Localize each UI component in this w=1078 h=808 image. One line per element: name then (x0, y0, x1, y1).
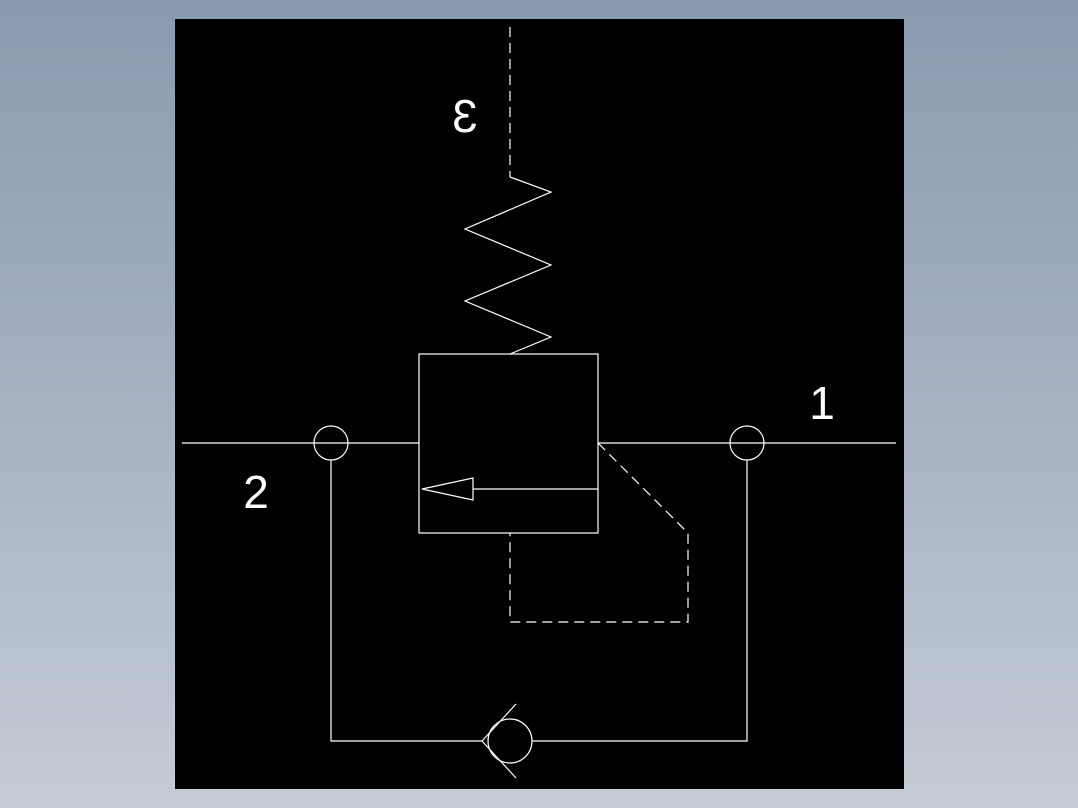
pilot-line (509, 442, 689, 623)
port-label-2: 2 (243, 466, 269, 518)
port-label-1: 1 (809, 377, 835, 429)
drawing-canvas (175, 19, 904, 789)
check-valve-ball (487, 718, 533, 764)
bypass-line-left (330, 460, 482, 742)
bypass-line-right (532, 460, 748, 742)
flow-arrow-head (421, 477, 474, 501)
port-label-3: 3 (452, 90, 478, 142)
check-valve-seat-upper (481, 703, 517, 742)
spring-symbol (463, 176, 553, 355)
check-valve-seat-lower (481, 740, 517, 779)
